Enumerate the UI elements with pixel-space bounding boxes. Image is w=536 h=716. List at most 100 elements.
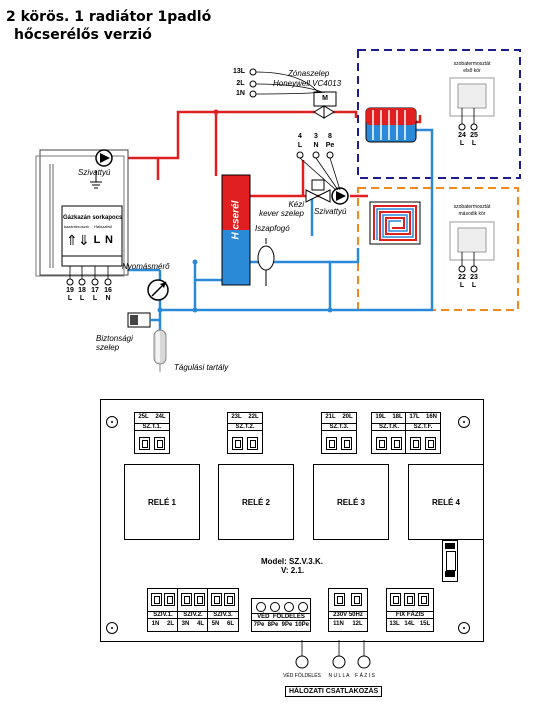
zona-m-label: M xyxy=(322,95,328,102)
net-label-neutral: N U L L A xyxy=(328,673,350,679)
expansion-tank xyxy=(153,329,167,372)
ground-pin-1: 7Pe xyxy=(253,622,265,628)
ground-screw-3 xyxy=(284,602,294,612)
sziv2-screw-2 xyxy=(194,593,205,606)
boiler-term-let-19: L xyxy=(67,295,73,302)
thermostat-top-title: szobatermosztát xyxy=(453,61,491,67)
mount-hole-bottom-left xyxy=(106,622,118,634)
thermostat-bottom-title: szobatermosztát xyxy=(453,204,491,210)
terminal-block-sziv1: SZIV.1. 1N 2L xyxy=(147,588,179,632)
title-line-1: 2 körös. 1 radiátor 1padló xyxy=(6,9,212,25)
szt3-screw-2 xyxy=(341,437,352,450)
thermostat-bottom xyxy=(449,221,495,261)
ground-pin-2: 8Pe xyxy=(267,622,279,628)
pump-term-num-4: 4 xyxy=(298,133,302,140)
sztk-pin-1: 19L xyxy=(375,414,386,420)
pump-right xyxy=(331,187,349,205)
terminal-block-fixphase: FIX FÁZIS 13L 14L 15L xyxy=(386,588,434,632)
szt3-pin-1: 21L xyxy=(325,414,336,420)
fixphase-screw-2 xyxy=(404,593,415,606)
szt1-screw-2 xyxy=(154,437,165,450)
relay-1: RELÉ 1 xyxy=(124,464,200,540)
sztf-pin-1: 17L xyxy=(409,414,420,420)
sziv2-pin-2: 4L xyxy=(196,621,204,627)
thermostat-top-num-25: 25 xyxy=(470,132,478,139)
gaz-col2-label: Hálózatról xyxy=(94,224,113,229)
left-pump-label: Szivattyú xyxy=(78,168,111,177)
boiler-term-num-17: 17 xyxy=(91,287,99,294)
boiler-term-num-16: 16 xyxy=(104,287,112,294)
sztk-name: SZ.T.K. xyxy=(372,423,406,431)
fixphase-pin-3: 15L xyxy=(419,621,431,627)
gaz-col1-label: kazánterosztó xyxy=(64,224,89,229)
fixphase-screw-1 xyxy=(390,593,401,606)
sziv3-pin-1: 5N xyxy=(211,621,220,627)
boiler-term-num-19: 19 xyxy=(66,287,74,294)
szt2-pin-2: 22L xyxy=(248,414,259,420)
safety-valve-label: Biztonsági szelep xyxy=(96,334,133,352)
terminal-block-sztk: 19L 18L SZ.T.K. xyxy=(371,412,407,454)
terminal-block-szt1: 25L 24L SZ.T.1. xyxy=(134,412,170,454)
power-screw-1 xyxy=(334,593,345,606)
sziv2-name: SZIV.2. xyxy=(178,611,208,619)
sziv3-pin-2: 6L xyxy=(226,621,234,627)
pump-left xyxy=(95,149,113,167)
net-label-phase: F Á Z I S xyxy=(355,673,375,679)
sziv2-screw-1 xyxy=(181,593,192,606)
szt1-name: SZ.T.1. xyxy=(135,423,169,431)
pump-term-num-8: 8 xyxy=(328,133,332,140)
boiler-term-let-16: N xyxy=(105,295,111,302)
ground-screw-4 xyxy=(298,602,308,612)
net-title: HÁLÓZATI CSATLAKOZÁS xyxy=(285,686,383,697)
pump-term-let-4: L xyxy=(297,142,303,149)
sztf-screw-2 xyxy=(425,437,436,450)
floor-heating-coil xyxy=(369,201,421,245)
sziv1-name: SZIV.1. xyxy=(148,611,178,619)
sludge-filter xyxy=(257,238,275,286)
expansion-tank-label: Tágulási tartály xyxy=(174,363,229,372)
pressure-gauge-label: Nyomásmérő xyxy=(122,262,170,271)
sziv3-screw-2 xyxy=(224,593,235,606)
zona-term-2l: 2L xyxy=(236,80,245,87)
sludge-filter-label: Iszapfogó xyxy=(255,224,290,233)
thermostat-bottom-let-22: L xyxy=(459,282,465,289)
heat-exchanger-label: H cserél xyxy=(230,200,242,240)
power-name: 230V 50Hz xyxy=(329,611,367,619)
sztk-pin-2: 18L xyxy=(392,414,403,420)
zone-valve xyxy=(313,91,337,119)
zona-term-13l: 13L xyxy=(232,68,246,75)
board-model: Model: SZ.V.3.K. xyxy=(261,557,323,566)
power-pin-2: 12L xyxy=(352,621,363,627)
net-label-ground: VÉD FÖLDELÉS xyxy=(283,673,321,679)
sziv3-name: SZIV.3. xyxy=(208,611,238,619)
boiler-term-num-18: 18 xyxy=(78,287,86,294)
zona-model-label: Honeywell VC4013 xyxy=(273,79,342,88)
hydraulic-diagram xyxy=(35,49,521,372)
szt2-name: SZ.T.2. xyxy=(228,423,262,431)
gaz-l-letter: L xyxy=(93,234,101,246)
gaz-arrow-down-icon: ⇓ xyxy=(78,232,90,248)
szt3-pin-2: 20L xyxy=(342,414,353,420)
terminal-block-sziv3: SZIV.3. 5N 6L xyxy=(207,588,239,632)
radiator xyxy=(365,107,417,143)
relay-3: RELÉ 3 xyxy=(313,464,389,540)
mixing-valve-label: Kézi kever szelep xyxy=(259,200,304,218)
sziv2-pin-1: 3N xyxy=(181,621,190,627)
ground-screw-1 xyxy=(256,602,266,612)
thermostat-top-num-24: 24 xyxy=(458,132,466,139)
sziv3-screw-1 xyxy=(211,593,222,606)
power-pin-1: 11N xyxy=(333,621,344,627)
gaz-n-letter: N xyxy=(105,234,113,246)
terminal-block-ground: VÉD FÖLDELÉS 7Pe 8Pe 9Pe 10Pe xyxy=(251,598,311,632)
power-screw-2 xyxy=(351,593,362,606)
sztf-name: SZ.T.F. xyxy=(406,423,440,431)
terminal-block-sziv2: SZIV.2. 3N 4L xyxy=(177,588,209,632)
sziv1-screw-1 xyxy=(151,593,162,606)
zone-box-radiator xyxy=(357,49,521,179)
thermostat-bottom-let-23: L xyxy=(471,282,477,289)
szt2-screw-2 xyxy=(247,437,258,450)
sziv1-screw-2 xyxy=(164,593,175,606)
thermostat-top-let-24: L xyxy=(459,140,465,147)
zone-box-floor xyxy=(357,187,519,311)
gas-boiler xyxy=(35,149,129,277)
